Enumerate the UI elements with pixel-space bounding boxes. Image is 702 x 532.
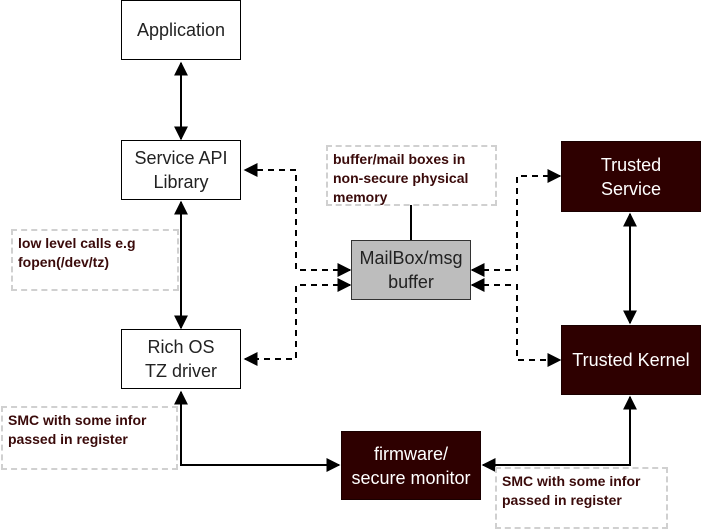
richos-firmware-arrow bbox=[174, 390, 341, 472]
mailbox-service-dashed-arrow bbox=[470, 169, 562, 277]
smc-right-note: SMC with some infor passed in register bbox=[495, 467, 668, 529]
richos-mailbox-dashed-arrow bbox=[243, 278, 352, 366]
buffer-mailboxes-note: buffer/mail boxes in non-secure physical… bbox=[326, 145, 497, 206]
kernel-firmware-arrow bbox=[481, 395, 637, 472]
smc-left-note: SMC with some infor passed in register bbox=[1, 406, 178, 470]
api-mailbox-dashed-arrow bbox=[243, 163, 352, 277]
trusted-kernel-box[interactable]: Trusted Kernel bbox=[561, 325, 701, 395]
trusted-service-box[interactable]: Trusted Service bbox=[561, 141, 701, 212]
mailbox-buffer-box[interactable]: MailBox/msg buffer bbox=[351, 240, 471, 300]
service-api-library-box[interactable]: Service API Library bbox=[121, 140, 241, 200]
firmware-secure-monitor-box[interactable]: firmware/ secure monitor bbox=[341, 431, 481, 500]
low-level-calls-note: low level calls e.g fopen(/dev/tz) bbox=[11, 229, 179, 291]
mailbox-kernel-dashed-arrow bbox=[470, 278, 562, 367]
rich-os-tz-driver-box[interactable]: Rich OS TZ driver bbox=[121, 329, 241, 389]
application-box[interactable]: Application bbox=[121, 0, 241, 60]
